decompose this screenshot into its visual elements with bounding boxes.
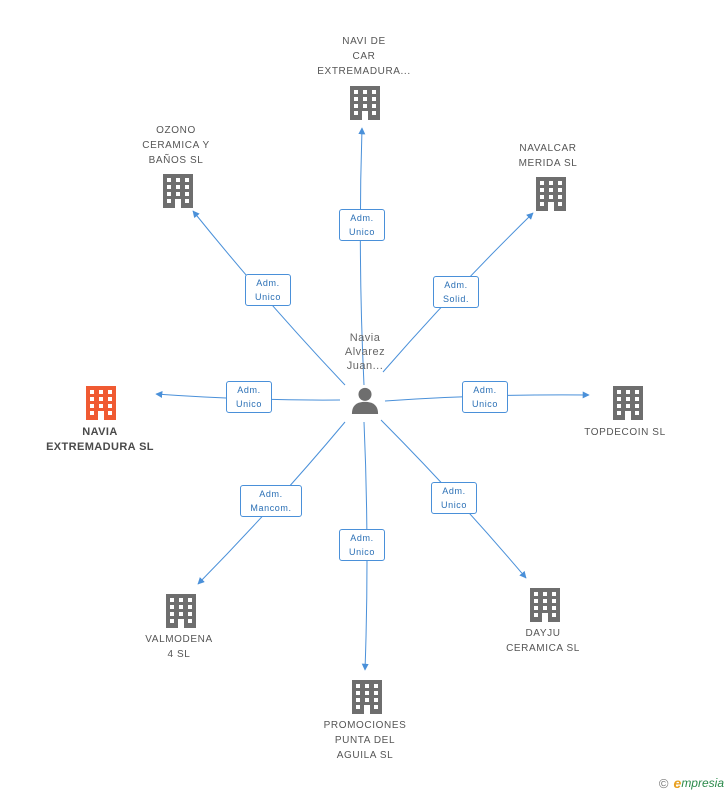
- edge-navi-de-car: [358, 127, 366, 386]
- company-label-valmodena[interactable]: VALMODENA 4 SL: [145, 634, 213, 660]
- icons-layer: [86, 86, 643, 714]
- company-label-promociones[interactable]: PROMOCIONES PUNTA DEL AGUILA SL: [323, 720, 407, 761]
- role-badge-promociones: Adm. Unico: [339, 529, 385, 561]
- center-person-label[interactable]: Navia Alvarez Juan...: [344, 332, 386, 372]
- role-badge-valmodena: Adm. Mancom.: [240, 485, 302, 517]
- copyright-icon: ©: [658, 775, 669, 791]
- role-badge-topdecoin: Adm. Unico: [462, 381, 508, 413]
- building-icon: [530, 588, 560, 622]
- building-icon: [352, 680, 382, 714]
- role-badge-navalcar: Adm. Solid.: [433, 276, 479, 308]
- role-badge-navia-extremadura: Adm. Unico: [226, 381, 272, 413]
- building-icon: [613, 386, 643, 420]
- company-label-navi-de-car[interactable]: NAVI DE CAR EXTREMADURA...: [317, 36, 411, 77]
- role-badge-navi-de-car: Adm. Unico: [339, 209, 385, 241]
- company-label-navia-extremadura[interactable]: NAVIA EXTREMADURA SL: [46, 426, 154, 453]
- building-icon: [166, 594, 196, 628]
- brand-logo-initial: e: [673, 775, 682, 791]
- company-label-navalcar[interactable]: NAVALCAR MERIDA SL: [518, 143, 578, 169]
- role-badge-dayju: Adm. Unico: [431, 482, 477, 514]
- building-icon: [350, 86, 380, 120]
- company-label-dayju[interactable]: DAYJU CERAMICA SL: [506, 628, 580, 654]
- building-icon: [163, 174, 193, 208]
- person-icon: [351, 387, 379, 414]
- company-label-ozono[interactable]: OZONO CERAMICA Y BAÑOS SL: [142, 125, 210, 166]
- building-icon: [536, 177, 566, 211]
- footer-brand: © e mpresia: [659, 775, 724, 791]
- role-badge-ozono: Adm. Unico: [245, 274, 291, 306]
- building-icon: [86, 386, 116, 420]
- company-label-topdecoin[interactable]: TOPDECOIN SL: [584, 427, 666, 438]
- brand-logo-text: mpresia: [681, 776, 724, 790]
